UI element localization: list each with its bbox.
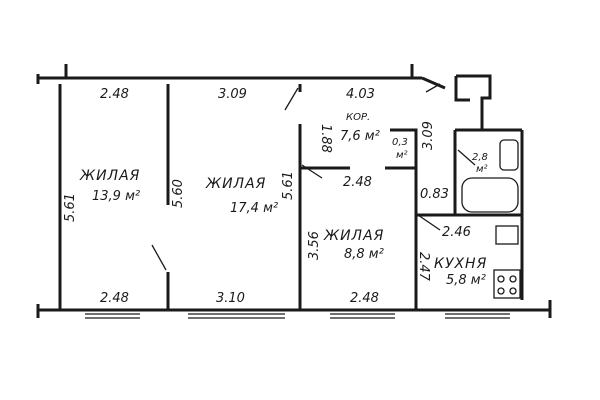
living2-name: ЖИЛАЯ [205,176,266,192]
corridor-area: 7,6 м² [340,129,380,144]
living2-dim-right: 5.61 [281,171,296,200]
kitchen-area: 5,8 м² [446,273,486,288]
storage-area-line1: 0,3 [392,137,408,148]
walls [36,64,552,318]
living3-dim-side: 3.56 [307,231,322,260]
living2-dim-bottom: 3.10 [216,291,245,306]
storage-area-line2: м² [396,150,408,161]
living2-area: 17,4 м² [230,201,278,216]
corridor-dim-top: 4.03 [346,87,375,102]
bath-area-line1: 2,8 [472,152,488,163]
living1-dim-top: 2.48 [100,87,129,102]
corridor-dim-vertical: 1.88 [318,124,333,153]
corridor-name: КОР. [346,112,370,123]
windows [85,313,510,319]
stove [493,269,521,299]
corridor-dim-middle: 2.48 [343,175,372,190]
living1-dim-side: 5.61 [63,193,78,222]
living2-dim-left: 5.60 [171,179,186,208]
living1-dim-bottom: 2.48 [100,291,129,306]
kitchen-sink [495,225,519,245]
kitchen-name: КУХНЯ [434,256,487,272]
living2-dim-top: 3.09 [218,87,247,102]
living1-area: 13,9 м² [92,189,140,204]
living3-name: ЖИЛАЯ [323,228,384,244]
living3-area: 8,8 м² [344,247,384,262]
bath-dim-small: 0.83 [420,187,449,202]
doors [151,83,476,271]
sink [499,139,519,171]
kitchen-dim-top: 2.46 [442,225,471,240]
kitchen-dim-side: 2.47 [416,252,431,282]
bath-dim-side: 3.09 [421,121,436,150]
bathtub [461,177,519,213]
living3-dim-bottom: 2.48 [350,291,379,306]
fixtures [461,139,521,299]
bath-area-line2: м² [476,164,488,175]
living1-name: ЖИЛАЯ [79,168,140,184]
